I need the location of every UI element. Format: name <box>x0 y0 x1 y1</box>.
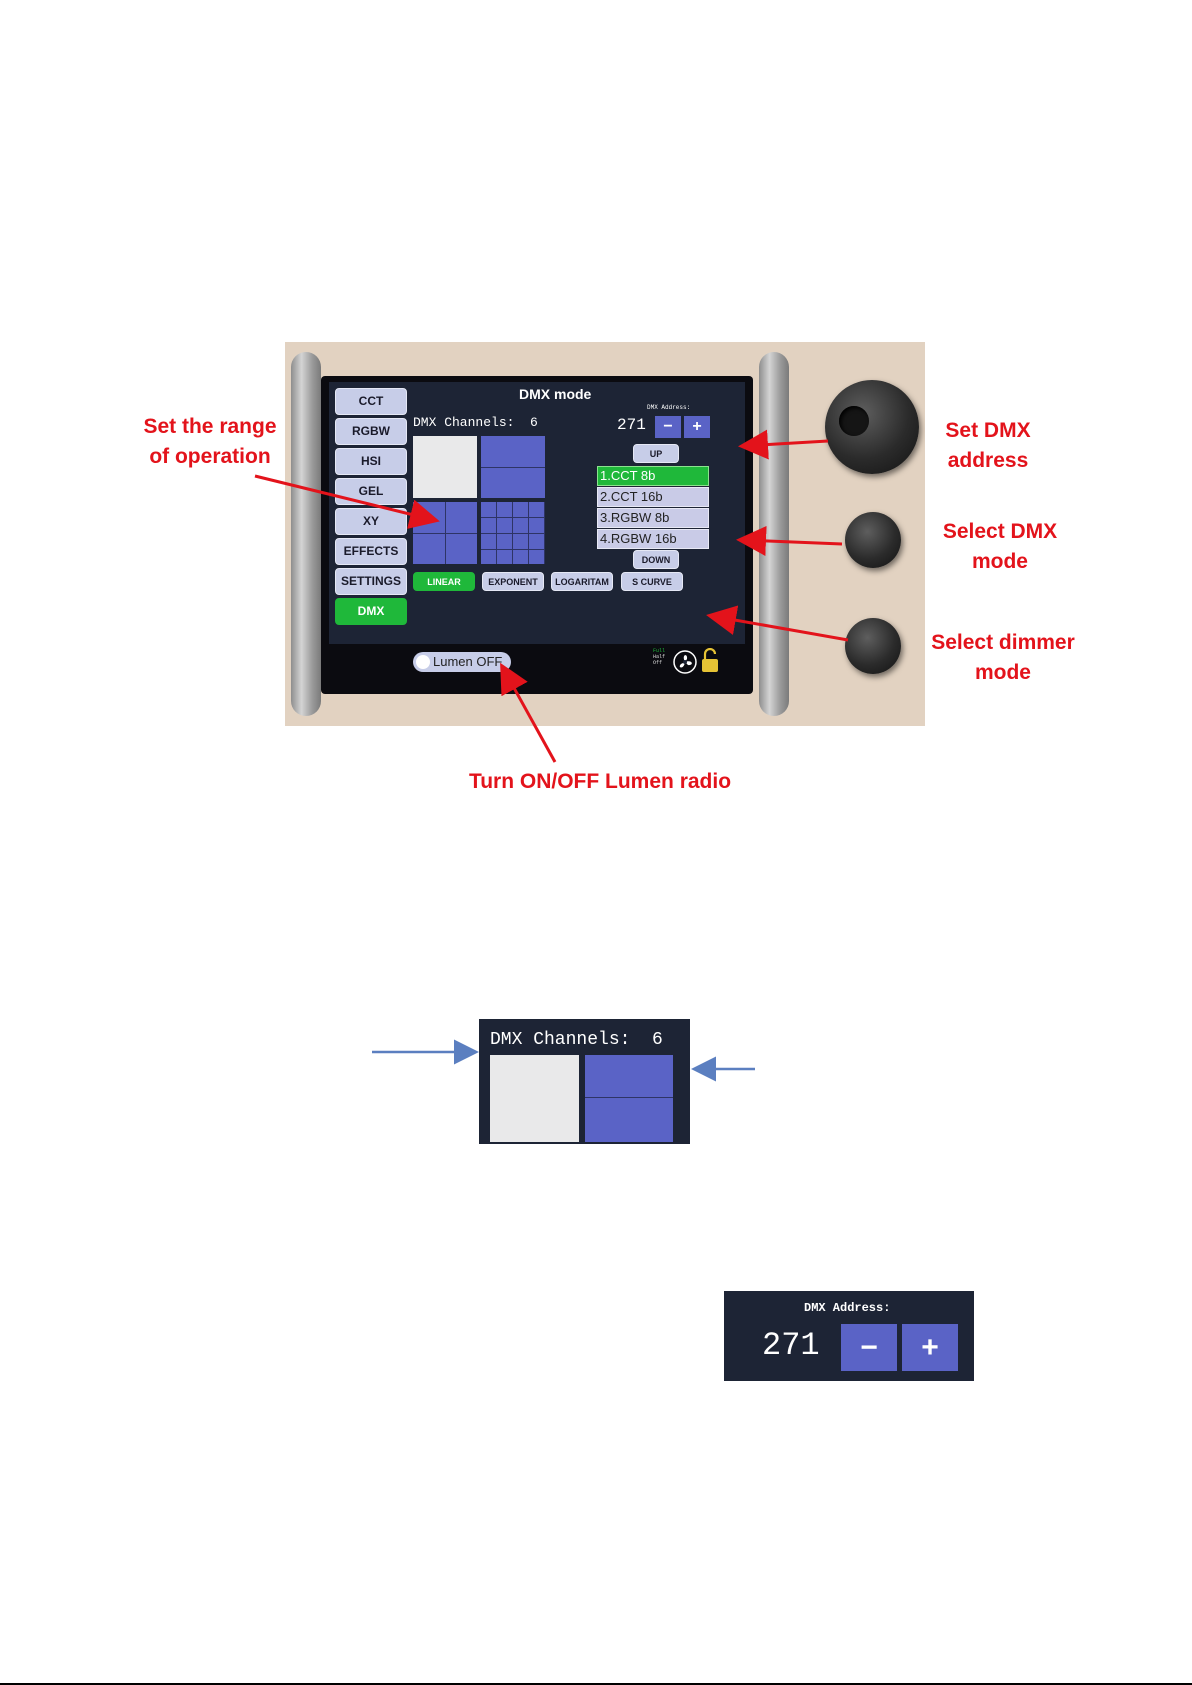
zoom-channels-label: DMX Channels: 6 <box>490 1030 663 1050</box>
arrow-range <box>254 474 440 529</box>
dmx-address-label: DMX Address: <box>647 404 691 411</box>
footer-rule <box>0 1683 1192 1685</box>
dimmer-logaritam-button[interactable]: LOGARITAM <box>551 572 613 591</box>
sidebar-item-dmx[interactable]: DMX <box>335 598 407 625</box>
dmx-channels-label: DMX Channels: 6 <box>413 415 538 430</box>
dmx-mode-display: CCT RGBW HSI GEL XY EFFECTS SETTINGS DMX… <box>329 382 745 674</box>
range-tile-1[interactable] <box>413 436 477 498</box>
sidebar-item-hsi[interactable]: HSI <box>335 448 407 475</box>
address-minus-button[interactable]: − <box>655 416 681 438</box>
dmx-mode-item-2[interactable]: 2.CCT 16b <box>597 487 709 507</box>
dimmer-exponent-button[interactable]: EXPONENT <box>482 572 544 591</box>
zoom-plus-button[interactable]: + <box>902 1324 958 1371</box>
address-plus-button[interactable]: + <box>684 416 710 438</box>
arrow-lumen <box>500 662 557 763</box>
sidebar-item-rgbw[interactable]: RGBW <box>335 418 407 445</box>
lumen-toggle[interactable]: Lumen OFF <box>413 652 511 672</box>
arrow-address <box>738 429 829 460</box>
toggle-knob <box>416 655 430 669</box>
arrow-mode <box>736 525 843 556</box>
sidebar-item-settings[interactable]: SETTINGS <box>335 568 407 595</box>
dmx-mode-knob[interactable] <box>845 512 901 568</box>
annotation-mode: Select DMX mode <box>942 520 1058 573</box>
screen-title: DMX mode <box>519 386 592 402</box>
sidebar-item-xy[interactable]: XY <box>335 508 407 535</box>
zoom-tile-blue <box>585 1055 673 1142</box>
mode-up-button[interactable]: UP <box>633 444 679 463</box>
sidebar-item-gel[interactable]: GEL <box>335 478 407 505</box>
device-photo: CCT RGBW HSI GEL XY EFFECTS SETTINGS DMX… <box>285 342 925 726</box>
device-screen: CCT RGBW HSI GEL XY EFFECTS SETTINGS DMX… <box>321 376 753 694</box>
annotation-dimmer: Select dimmer mode <box>931 631 1075 684</box>
annotation-address: Set DMX address <box>945 419 1031 472</box>
zoom-minus-button[interactable]: − <box>841 1324 897 1371</box>
fan-legend-half: Half <box>653 654 666 660</box>
dimmer-mode-knob[interactable] <box>845 618 901 674</box>
fan-legend-full: Full <box>653 648 666 654</box>
lumen-toggle-label: Lumen OFF <box>433 654 503 669</box>
range-tile-3[interactable] <box>413 502 477 564</box>
zoom-dmx-channels: DMX Channels: 6 <box>479 1019 690 1144</box>
dmx-mode-item-1[interactable]: 1.CCT 8b <box>597 466 709 486</box>
sidebar-item-cct[interactable]: CCT <box>335 388 407 415</box>
fan-legend: Full Half Off <box>653 648 665 666</box>
range-tile-2[interactable] <box>481 436 545 498</box>
dimmer-linear-button[interactable]: LINEAR <box>413 572 475 591</box>
fan-legend-off: Off <box>653 660 663 666</box>
zoom-address-value: 271 <box>762 1327 820 1364</box>
range-tile-4[interactable] <box>481 502 545 564</box>
dimmer-s-curve-button[interactable]: S CURVE <box>621 572 683 591</box>
zoom-tile-white <box>490 1055 579 1142</box>
annotation-lumen: Turn ON/OFF Lumen radio <box>468 770 732 793</box>
unlock-icon[interactable] <box>701 648 719 674</box>
dmx-mode-item-3[interactable]: 3.RGBW 8b <box>597 508 709 528</box>
dmx-mode-item-4[interactable]: 4.RGBW 16b <box>597 529 709 549</box>
left-handle <box>291 352 321 716</box>
dmx-address-value: 271 <box>617 416 646 434</box>
fan-icon[interactable] <box>673 650 697 674</box>
annotation-range: Set the range of operation <box>143 415 277 468</box>
sidebar-item-effects[interactable]: EFFECTS <box>335 538 407 565</box>
zoom-address-label: DMX Address: <box>804 1301 891 1315</box>
dmx-address-knob[interactable] <box>825 380 919 474</box>
mode-down-button[interactable]: DOWN <box>633 550 679 569</box>
zoom-dmx-address: DMX Address: 271 − + <box>724 1291 974 1381</box>
arrow-dimmer <box>706 605 849 642</box>
